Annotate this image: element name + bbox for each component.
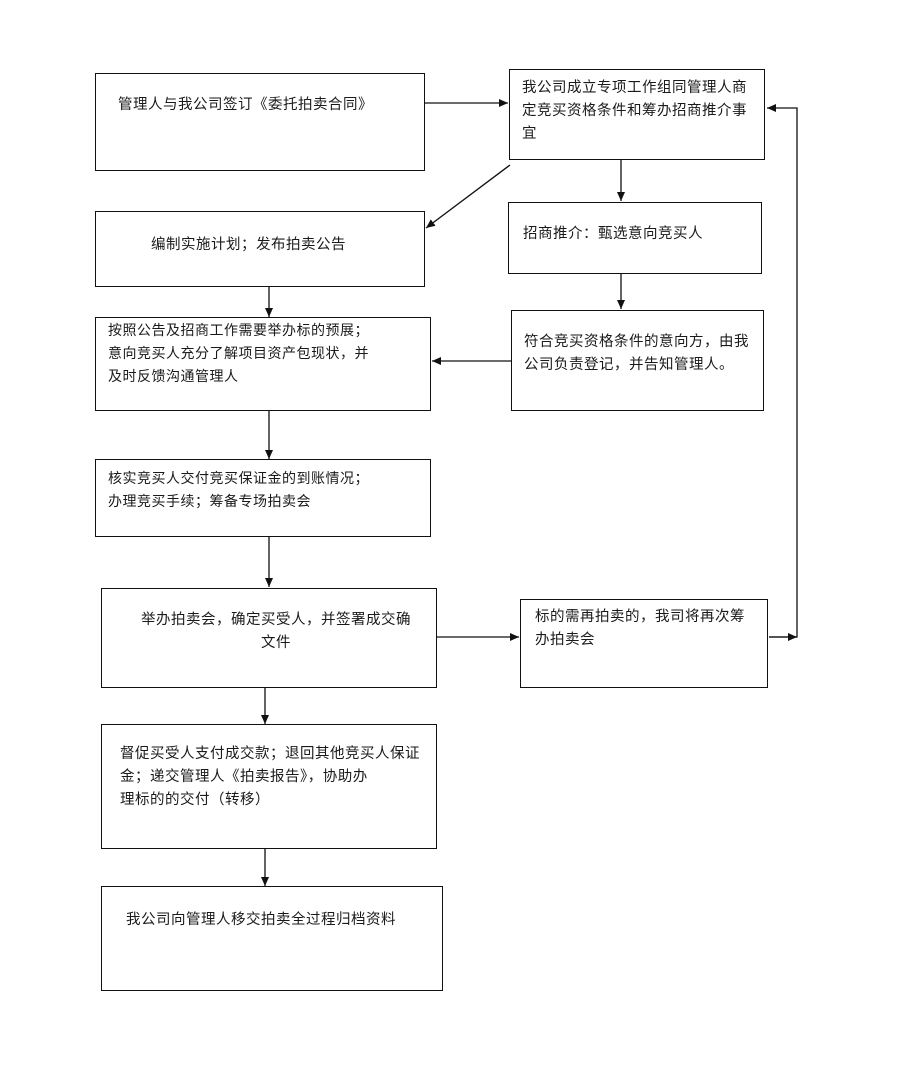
step-urge-payment: 督促买受人支付成交款；退回其他竞买人保证金；递交管理人《拍卖报告》，协助办 理标…: [101, 724, 437, 849]
step-form-work-group-text: 我公司成立专项工作组同管理人商定竞买资格条件和筹办招商推介事宜: [522, 80, 747, 142]
step-investment-promotion-text: 招商推介：甄选意向竞买人: [523, 226, 703, 242]
step-investment-promotion: 招商推介：甄选意向竞买人: [508, 202, 762, 274]
step-compile-plan: 编制实施计划；发布拍卖公告: [95, 211, 425, 287]
step-compile-plan-text: 编制实施计划；发布拍卖公告: [151, 237, 346, 253]
step-preview-text: 按照公告及招商工作需要举办标的预展； 意向竞买人充分了解项目资产包现状，并 及时…: [108, 323, 369, 385]
step-re-auction-text: 标的需再拍卖的，我司将再次筹办拍卖会: [535, 609, 745, 648]
arrow-workgroup-to-plan: [425, 164, 511, 229]
step-hand-over-archive-text: 我公司向管理人移交拍卖全过程归档资料: [126, 912, 396, 928]
step-hold-auction-text: 举办拍卖会，确定买受人，并签署成交确 文件: [141, 612, 411, 651]
step-qualified-register: 符合竞买资格条件的意向方，由我公司负责登记，并告知管理人。: [511, 310, 764, 411]
step-re-auction: 标的需再拍卖的，我司将再次筹办拍卖会: [520, 599, 768, 688]
step-urge-payment-text: 督促买受人支付成交款；退回其他竞买人保证金；递交管理人《拍卖报告》，协助办 理标…: [120, 746, 420, 808]
arrow-reauction-loop-back: [767, 104, 798, 638]
step-sign-contract: 管理人与我公司签订《委托拍卖合同》: [95, 73, 425, 171]
step-form-work-group: 我公司成立专项工作组同管理人商定竞买资格条件和筹办招商推介事宜: [509, 69, 765, 160]
step-hold-auction: 举办拍卖会，确定买受人，并签署成交确 文件: [101, 588, 437, 688]
step-verify-deposit: 核实竞买人交付竞买保证金的到账情况； 办理竞买手续；筹备专场拍卖会: [95, 459, 431, 537]
step-qualified-register-text: 符合竞买资格条件的意向方，由我公司负责登记，并告知管理人。: [524, 334, 749, 373]
step-verify-deposit-text: 核实竞买人交付竞买保证金的到账情况； 办理竞买手续；筹备专场拍卖会: [108, 471, 369, 510]
step-sign-contract-text: 管理人与我公司签订《委托拍卖合同》: [118, 97, 373, 113]
step-preview: 按照公告及招商工作需要举办标的预展； 意向竞买人充分了解项目资产包现状，并 及时…: [95, 317, 431, 411]
step-hand-over-archive: 我公司向管理人移交拍卖全过程归档资料: [101, 886, 443, 991]
